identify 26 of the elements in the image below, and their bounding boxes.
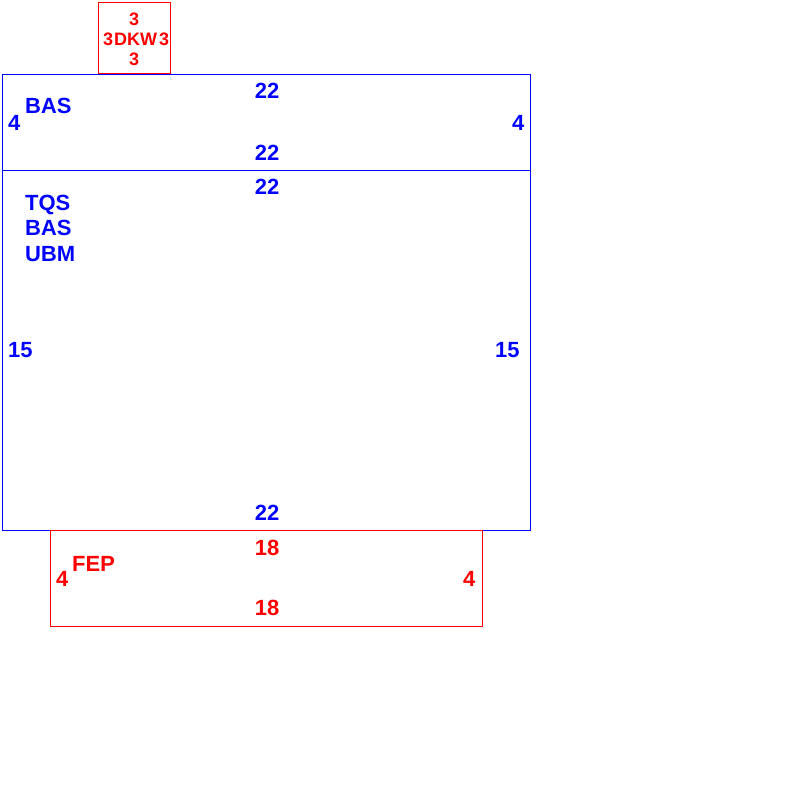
dimension-label: 4 <box>56 568 68 590</box>
dimension-label: 18 <box>254 597 280 619</box>
dimension-label: 3 <box>159 30 170 48</box>
dimension-label: 22 <box>254 502 280 524</box>
room-outline <box>98 2 171 74</box>
dimension-label: 22 <box>254 142 280 164</box>
dimension-label: 4 <box>8 112 20 134</box>
room-outline <box>2 74 531 171</box>
dimension-label: 4 <box>512 112 524 134</box>
dimension-label: 15 <box>495 339 520 361</box>
dimension-label: 3 <box>103 30 114 48</box>
room-label: UBM <box>25 243 76 265</box>
dimension-label: 22 <box>254 80 280 102</box>
room-outline <box>2 170 531 531</box>
dimension-label: 3 <box>129 50 139 68</box>
dimension-label: 22 <box>254 176 280 198</box>
room-outline <box>50 530 483 627</box>
dimension-label: 15 <box>8 339 32 361</box>
dimension-label: 18 <box>254 537 280 559</box>
dimension-label: 4 <box>463 568 476 590</box>
room-label: BAS <box>25 95 72 117</box>
room-label: BAS <box>25 217 72 239</box>
dimension-label: 3 <box>129 10 139 28</box>
room-label: DKW <box>114 30 157 48</box>
room-label: FEP <box>72 553 115 575</box>
room-label: TQS <box>25 192 70 214</box>
